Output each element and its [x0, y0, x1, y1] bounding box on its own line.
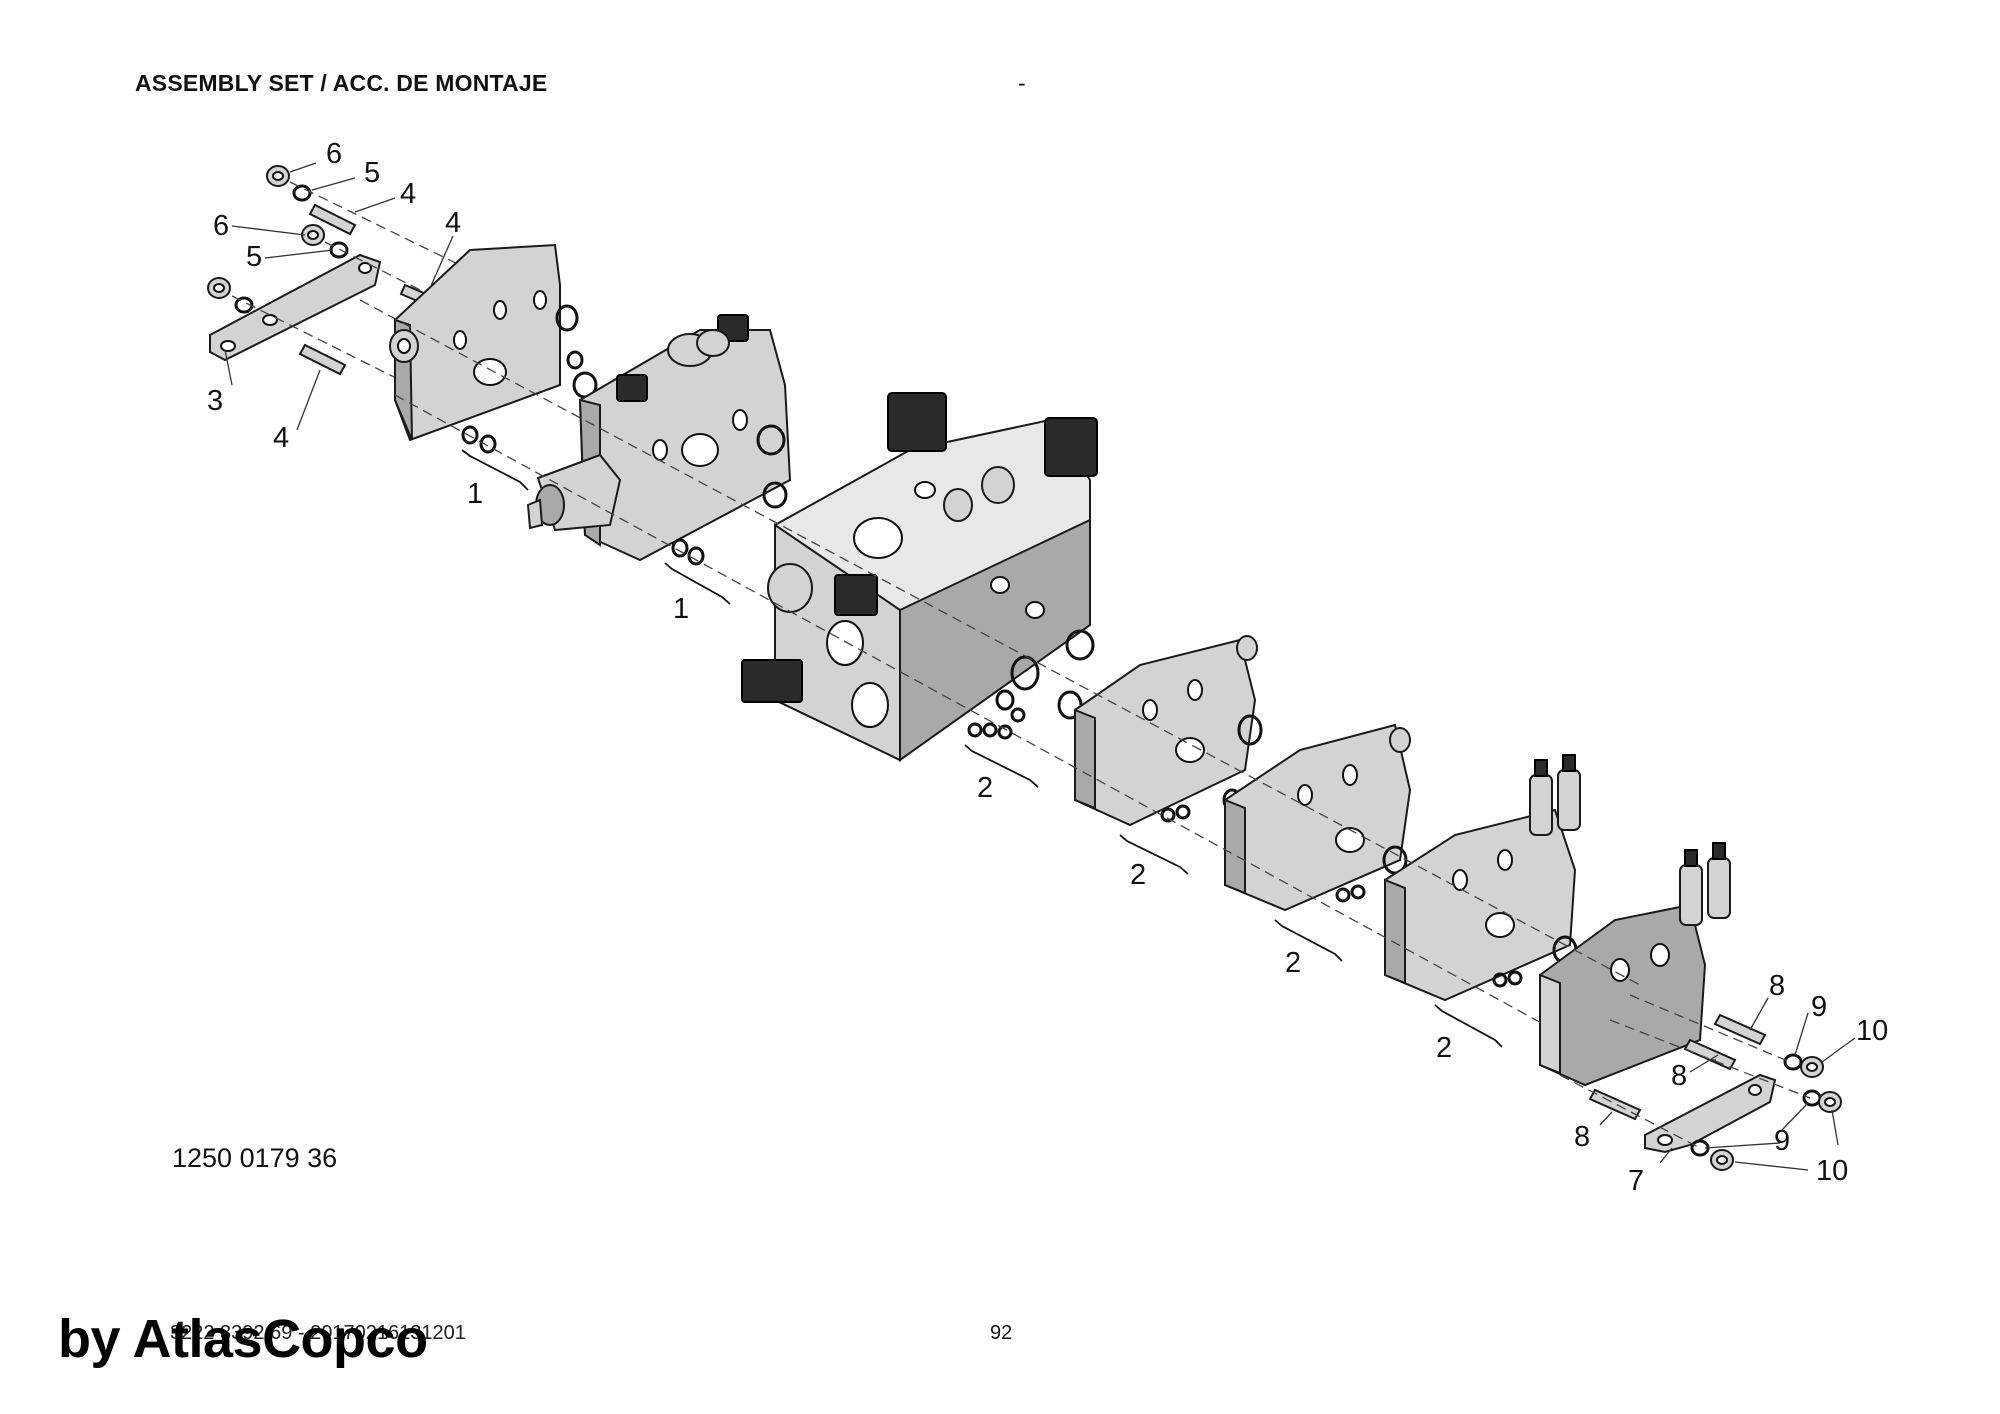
callout-8: 8: [1574, 1121, 1590, 1153]
callout-1: 1: [673, 593, 689, 625]
callout-4: 4: [445, 207, 461, 239]
callout-5: 5: [246, 241, 262, 273]
callout-1: 1: [467, 478, 483, 510]
document-number: 1250 0179 36: [172, 1143, 338, 1173]
spool-section-2: [1224, 723, 1412, 912]
stud-8-upper: [1713, 1013, 1767, 1046]
callout-5: 5: [364, 157, 380, 189]
watermark: by AtlasCopco: [58, 1309, 428, 1369]
washer-5-upper: [292, 184, 312, 202]
callout-8: 8: [1671, 1060, 1687, 1092]
right-bracket-group: [1559, 994, 1842, 1171]
callout-8: 8: [1769, 970, 1785, 1002]
bracket-3: [209, 253, 382, 362]
washer-5-middle: [329, 241, 349, 259]
callout-2: 2: [1130, 859, 1146, 891]
washer-9-upper: [1783, 1053, 1803, 1071]
end-plate: [389, 243, 598, 454]
page-title: ASSEMBLY SET / ACC. DE MONTAJE: [135, 70, 548, 96]
header-dash: -: [1018, 70, 1026, 96]
callout-2: 2: [977, 772, 993, 804]
callout-3: 3: [207, 385, 223, 417]
spool-section-4: [1539, 842, 1731, 1087]
callout-7: 7: [1628, 1165, 1644, 1197]
spool-section-1: [1074, 635, 1263, 827]
page-number: 92: [990, 1322, 1013, 1344]
callout-10: 10: [1856, 1015, 1888, 1047]
inlet-section: [526, 314, 792, 566]
bracket-7: [1644, 1073, 1777, 1154]
callout-4: 4: [400, 178, 416, 210]
spool-section-3: [1384, 754, 1581, 1002]
callout-4: 4: [273, 422, 289, 454]
callout-2: 2: [1436, 1032, 1452, 1064]
callout-2: 2: [1285, 947, 1301, 979]
stud-4-lower: [298, 343, 347, 376]
stud-8-lower: [1588, 1088, 1642, 1121]
washer-9-middle: [1802, 1089, 1822, 1107]
callout-10: 10: [1816, 1155, 1848, 1187]
stud-4-upper: [308, 203, 357, 236]
stud-8-middle: [1683, 1038, 1737, 1071]
callout-9: 9: [1811, 991, 1827, 1023]
callout-6: 6: [213, 210, 229, 242]
washer-5-lower: [234, 296, 254, 314]
callout-6: 6: [326, 138, 342, 170]
main-valve-block: [741, 392, 1098, 762]
footer-code: 3222 3392 69 - 20170216131201: [170, 1322, 466, 1344]
callout-9: 9: [1774, 1125, 1790, 1157]
